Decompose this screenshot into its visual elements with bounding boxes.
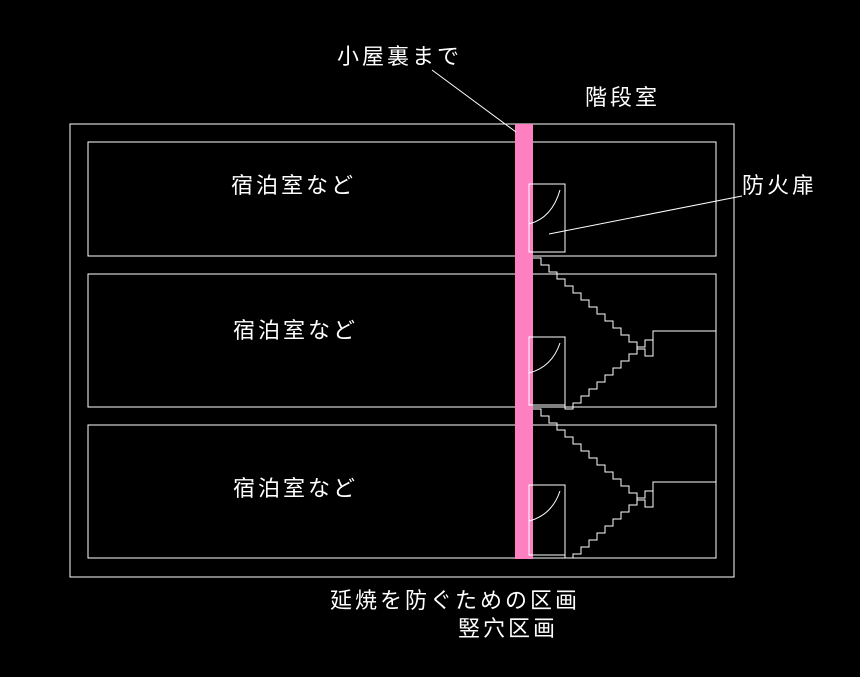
caption-line-2: 竪穴区画: [458, 617, 558, 642]
label-stairwell: 階段室: [585, 86, 660, 111]
label-room-middle: 宿泊室など: [233, 319, 358, 344]
label-attic: 小屋裏まで: [337, 45, 462, 70]
leader-fire-door: [548, 195, 743, 235]
fire-door-bottom: [528, 484, 566, 556]
vertical-fire-partition: [515, 124, 533, 559]
building-outline: [69, 123, 735, 578]
floor-3: [87, 141, 717, 257]
stair-lower-return: [564, 482, 654, 559]
leader-attic: [431, 69, 517, 133]
label-fire-door: 防火扉: [742, 174, 817, 199]
floor-2: [87, 273, 717, 408]
fire-door-top: [528, 183, 566, 253]
caption-line-1: 延焼を防ぐための区画: [330, 589, 580, 614]
stair-upper-return: [564, 331, 654, 410]
label-room-bottom: 宿泊室など: [233, 477, 358, 502]
floor-1: [87, 424, 717, 559]
stair-upper: [533, 257, 716, 357]
fire-door-middle: [528, 336, 566, 406]
label-room-top: 宿泊室など: [231, 174, 356, 199]
stair-lower: [533, 408, 716, 508]
